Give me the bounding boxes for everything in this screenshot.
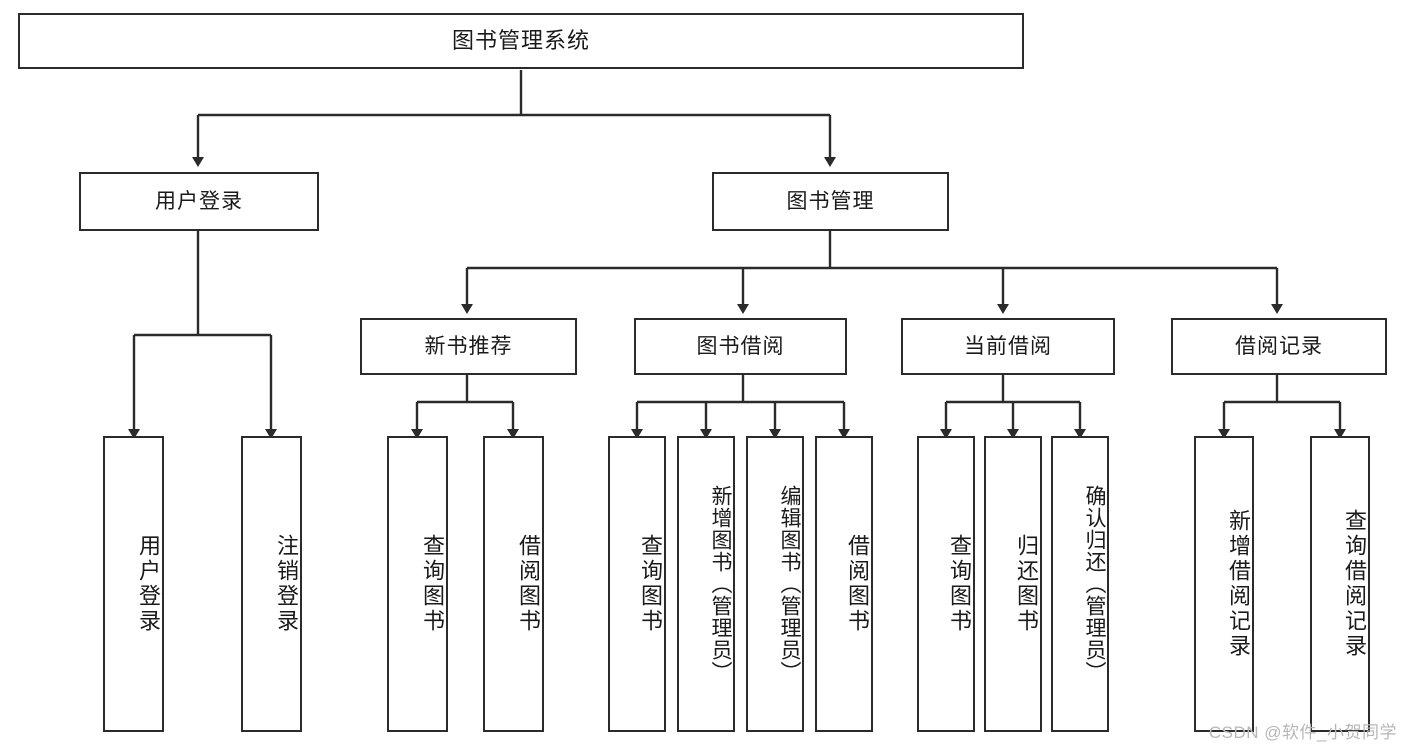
leaf-current-borrow-return-book[interactable]: 归还图书 [984,436,1042,732]
leaf-book-borrow-borrow-book[interactable]: 借阅图书 [815,436,873,732]
node-current-borrowing[interactable]: 当前借阅 [901,318,1115,375]
node-root-book-management-system[interactable]: 图书管理系统 [18,13,1024,69]
leaf-book-borrow-add-book-admin[interactable]: 新增图书（管理员） [677,436,735,732]
csdn-watermark: CSDN @软件_小贺同学 [1208,723,1397,742]
leaf-records-add-borrow-record[interactable]: 新增借阅记录 [1194,436,1254,732]
node-new-book-recommendation[interactable]: 新书推荐 [360,318,577,375]
node-user-login[interactable]: 用户登录 [79,172,319,231]
leaf-user-login-logout[interactable]: 注销登录 [241,436,302,732]
leaf-new-book-borrow-book[interactable]: 借阅图书 [483,436,544,732]
node-book-borrowing[interactable]: 图书借阅 [634,318,847,375]
leaf-book-borrow-query-book[interactable]: 查询图书 [608,436,666,732]
leaf-current-borrow-confirm-return-admin[interactable]: 确认归还（管理员） [1051,436,1109,732]
leaf-current-borrow-query-book[interactable]: 查询图书 [917,436,975,732]
leaf-new-book-query-book[interactable]: 查询图书 [387,436,448,732]
node-borrowing-records[interactable]: 借阅记录 [1171,318,1387,375]
leaf-user-login-login[interactable]: 用户登录 [103,436,164,732]
leaf-book-borrow-edit-book-admin[interactable]: 编辑图书（管理员） [746,436,804,732]
leaf-records-query-borrow-record[interactable]: 查询借阅记录 [1310,436,1370,732]
node-book-management[interactable]: 图书管理 [712,172,949,231]
